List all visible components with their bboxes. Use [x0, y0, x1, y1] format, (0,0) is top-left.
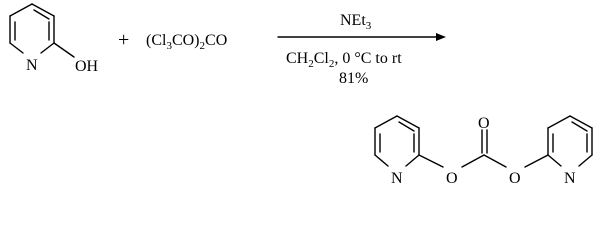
triphosgene-part-mid: CO) — [172, 32, 200, 49]
triphosgene-sub-2: 2 — [200, 40, 206, 52]
reactant-2-hydroxypyridine: N OH — [9, 3, 99, 75]
left-pyridine-ring-bonds — [374, 115, 420, 167]
reactant-triphosgene: (Cl3CO)2CO — [146, 32, 227, 52]
triphosgene-sub-3: 3 — [166, 40, 172, 52]
solvent-part1: CH — [286, 50, 309, 67]
solvent-and-temperature: CH2Cl2, 0 °C to rt — [286, 50, 402, 70]
hydroxyl-label: OH — [75, 58, 99, 75]
plus-sign: + — [118, 29, 129, 51]
solvent-sub2: 2 — [329, 58, 335, 70]
right-ring-nitrogen-label: N — [564, 170, 576, 187]
reaction-arrow — [277, 33, 446, 41]
reaction-scheme: N OH + (Cl3CO)2CO NEt3 CH2Cl2, 0 °C to r… — [9, 3, 593, 187]
product-di-2-pyridyl-carbonate: N O O O N — [374, 115, 593, 187]
reaction-yield: 81% — [339, 70, 368, 87]
solvent-sub1: 2 — [308, 58, 314, 70]
triphosgene-part-open: (Cl — [146, 32, 167, 49]
solvent-part2: Cl — [314, 50, 330, 67]
carbonyl-oxygen-label: O — [478, 115, 490, 132]
temperature-text: , 0 °C to rt — [334, 50, 402, 67]
left-ring-nitrogen-label: N — [391, 170, 403, 187]
pyridine-ring-bonds — [9, 3, 75, 58]
ring-nitrogen-label: N — [26, 57, 38, 74]
right-pyridine-ring-bonds — [547, 115, 593, 167]
reagent-main: NEt — [340, 12, 366, 29]
right-ester-oxygen-label: O — [509, 170, 521, 187]
left-ester-oxygen-label: O — [446, 170, 458, 187]
reagent-sub: 3 — [366, 20, 372, 32]
reagent-triethylamine: NEt3 — [340, 12, 372, 32]
triphosgene-part-end: CO — [205, 32, 227, 49]
